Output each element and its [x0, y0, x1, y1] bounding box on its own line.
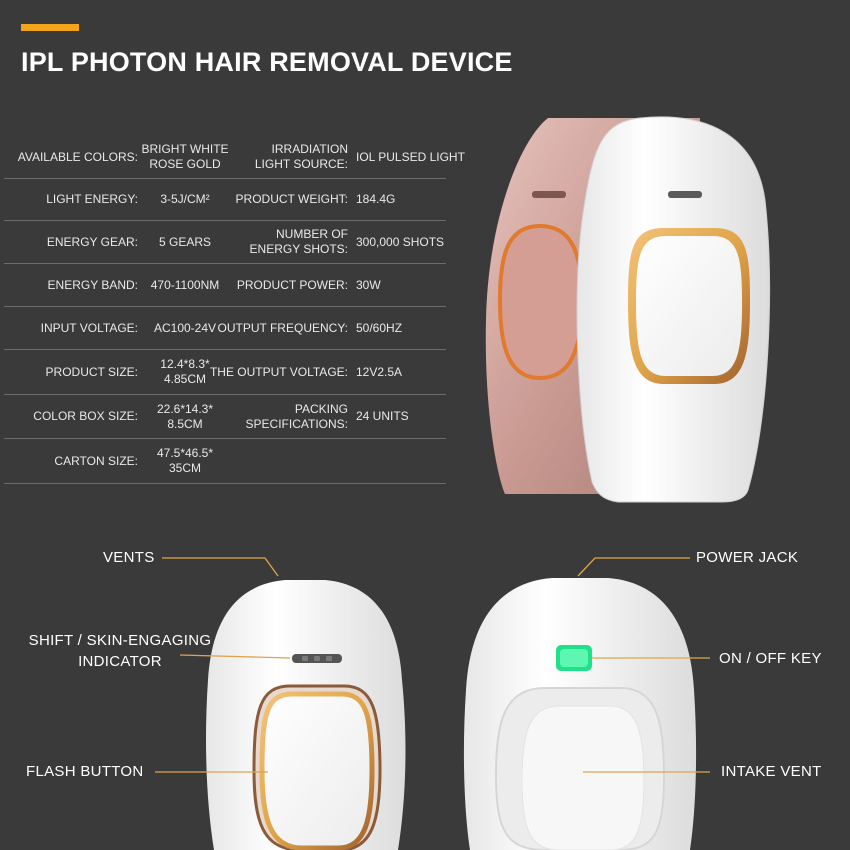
- spec-row: CARTON SIZE: 47.5*46.5* 35CM: [4, 439, 446, 484]
- shift-indicator-label: SHIFT / SKIN-ENGAGING INDICATOR: [28, 632, 212, 670]
- spec-table: AVAILABLE COLORS: BRIGHT WHITE ROSE GOLD…: [4, 136, 465, 484]
- spec-value: 22.6*14.3* 8.5CM: [156, 401, 214, 431]
- spec-key: ENERGY GEAR:: [46, 234, 138, 249]
- spec-key: IRRADIATION LIGHT SOURCE:: [254, 142, 348, 171]
- spec-row: ENERGY GEAR: 5 GEARS NUMBER OF ENERGY SH…: [4, 221, 446, 264]
- spec-row: LIGHT ENERGY: 3-5J/CM² PRODUCT WEIGHT: 1…: [4, 179, 446, 221]
- spec-value: 12.4*8.3* 4.85CM: [160, 357, 210, 386]
- device-back-icon: [463, 578, 697, 850]
- indicator-slot-icon: [532, 191, 566, 198]
- spec-value: BRIGHT WHITE ROSE GOLD: [141, 142, 229, 171]
- spec-value: 184.4G: [356, 192, 396, 206]
- spec-value: 50/60HZ: [356, 320, 403, 335]
- spec-key: CARTON SIZE:: [54, 453, 138, 468]
- on-off-key-label: ON / OFF KEY: [719, 650, 822, 667]
- spec-value: 47.5*46.5* 35CM: [156, 446, 214, 475]
- spec-key: COLOR BOX SIZE:: [33, 409, 138, 423]
- device-front-view-icon: [206, 580, 406, 850]
- spec-key: PRODUCT SIZE:: [45, 364, 138, 379]
- spec-value: 24 UNITS: [356, 409, 409, 423]
- spec-key: OUTPUT FREQUENCY:: [217, 320, 348, 335]
- intake-vent-label: INTAKE VENT: [721, 763, 822, 780]
- spec-value: 5 GEARS: [158, 234, 212, 249]
- spec-value: 30W: [356, 277, 381, 292]
- page-title: IPL PHOTON HAIR REMOVAL DEVICE: [21, 47, 513, 77]
- spec-row: INPUT VOLTAGE: AC100-24V OUTPUT FREQUENC…: [4, 307, 446, 350]
- spec-key: INPUT VOLTAGE:: [40, 320, 138, 335]
- spec-key: THE OUTPUT VOLTAGE:: [209, 364, 348, 379]
- callout-lines: [155, 557, 710, 773]
- spec-key: NUMBER OF ENERGY SHOTS:: [249, 227, 348, 256]
- spec-key: LIGHT ENERGY:: [46, 192, 138, 206]
- spec-value: IOL PULSED LIGHT: [356, 149, 465, 164]
- spec-value: 470-1100NM: [150, 277, 220, 292]
- accent-bar: [21, 24, 79, 31]
- indicator-slot-icon: [668, 191, 702, 198]
- spec-key: PRODUCT POWER:: [236, 277, 348, 292]
- spec-key: PRODUCT WEIGHT:: [235, 192, 348, 206]
- flash-button-label: FLASH BUTTON: [26, 763, 144, 780]
- spec-value: 300,000 SHOTS: [356, 234, 445, 249]
- spec-row: COLOR BOX SIZE: 22.6*14.3* 8.5CM PACKING…: [4, 395, 446, 439]
- spec-value: 12V2.5A: [356, 364, 403, 379]
- spec-row: AVAILABLE COLORS: BRIGHT WHITE ROSE GOLD…: [4, 136, 465, 179]
- vents-label: VENTS: [103, 549, 155, 566]
- spec-key: PACKING SPECIFICATIONS:: [245, 401, 348, 431]
- spec-key: ENERGY BAND:: [47, 277, 138, 292]
- device-front-icon: [576, 116, 770, 503]
- spec-value: 3-5J/CM²: [160, 192, 210, 206]
- spec-value: AC100-24V: [153, 320, 217, 335]
- spec-row: PRODUCT SIZE: 12.4*8.3* 4.85CM THE OUTPU…: [4, 350, 446, 395]
- spec-key: AVAILABLE COLORS:: [17, 149, 138, 164]
- spec-row: ENERGY BAND: 470-1100NM PRODUCT POWER: 3…: [4, 264, 446, 307]
- power-jack-label: POWER JACK: [696, 549, 799, 566]
